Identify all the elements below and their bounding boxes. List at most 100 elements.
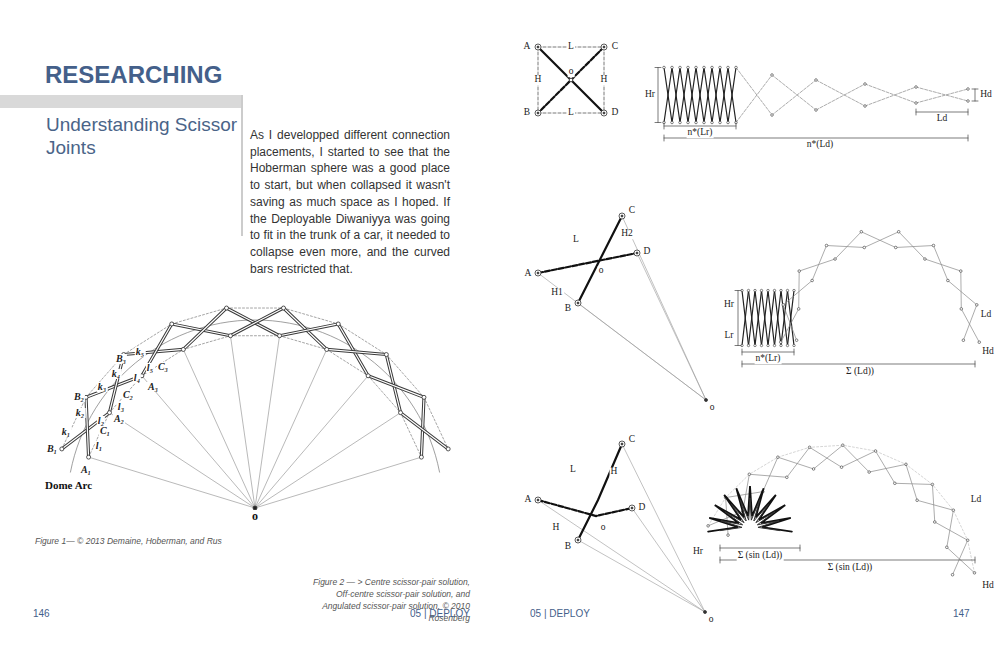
outer-chord [284,308,339,324]
scissor-bar [749,291,756,346]
dimension-tick [916,109,917,115]
scissor-bar [835,232,861,259]
scissor-bar [933,246,947,281]
joint-node [325,347,329,351]
angulated-bar [578,444,622,540]
scissor-bar [960,271,962,309]
scissor-bar [953,540,968,574]
joint-node [868,471,871,474]
joint-node [60,447,64,451]
scissor-bar [768,291,775,346]
scissor-bar [680,68,688,123]
dimension-label: Lr [724,331,735,341]
dimension-line [658,68,659,123]
joint-node [782,304,785,307]
scissor-bar [763,457,778,491]
bar-label: k₃ [97,382,108,392]
joint-node [780,344,782,346]
joint-node [419,455,423,459]
centre-label: o [709,403,716,413]
joint-node [735,66,738,69]
construction-line [538,273,706,400]
scissor-bar [712,68,720,123]
dimension-tick [735,290,741,291]
joint-node [959,270,962,273]
angulated-dome [707,444,976,576]
joint-node [535,497,541,503]
scissor-bar [783,280,812,304]
dimension-tick [735,345,741,346]
scissor-bar [932,484,934,522]
scissor-bar [781,291,788,346]
dimension-label: Hr [692,547,704,557]
scissor-bar [688,68,696,123]
scissor-bar [142,324,172,376]
radial-line [255,336,280,508]
inner-chord [280,336,327,350]
joint-node [932,244,935,247]
joint-node [282,306,286,310]
angulated-bar [538,500,632,516]
scissor-bar [798,271,800,309]
dimension-label: n*(Lr) [755,354,782,364]
joint-node [366,374,370,378]
centre-pair-figure [535,44,607,116]
dimension-label: Hd [981,581,995,591]
page-ornaments [0,95,243,236]
scissor-bar [368,376,424,398]
section-heading: Understanding Scissor Joints [46,113,238,159]
joint-node [535,270,541,276]
dimension-tick [968,109,969,115]
inner-chord [183,336,230,350]
dimension-label: Hr [644,90,656,100]
joint-node [695,66,698,69]
height-label: H [552,523,561,533]
joint-node [619,441,625,447]
length-label: L [567,108,575,118]
scissor-bar [816,80,865,106]
scissor-bar [749,474,787,477]
scissor-bar [696,68,704,123]
scissor-bar [799,259,835,271]
joint-node [537,499,539,501]
scissor-bar [704,68,712,123]
bar-label: l₂ [97,416,105,426]
pivot-label: o [598,266,605,276]
joint-node [777,456,780,459]
dimension-label: Hd [979,90,993,100]
radial-line [142,376,255,508]
joint-node [727,121,730,124]
scissor-bar [814,445,843,469]
inner-chord [401,413,422,457]
joint-node [915,102,918,105]
scissor-bar [916,87,968,101]
dimension-tick [968,135,969,141]
outer-chord [62,397,86,449]
dimension-tick [720,557,721,563]
dimension-label: Ld [970,495,983,505]
joint-node [915,86,918,89]
body-text: As I developped different connection pla… [250,127,450,277]
joint-node [767,344,769,346]
scissor-bar [772,80,816,115]
joint-label: A₃ [147,382,159,392]
joint-node [978,341,981,344]
inner-chord [230,335,279,336]
scissor-bar-core [183,308,226,349]
scissor-bar [680,68,688,123]
length-label: L [572,235,580,245]
joint-node [797,308,800,311]
scissor-bar-core [226,308,279,336]
scissor-bar [917,500,953,510]
joint-node [181,347,185,351]
joint-node [663,66,666,69]
running-footer: 05 | DEPLOY [530,608,590,620]
joint-node [446,447,450,451]
outer-chord [424,397,448,449]
radial-line [89,457,255,508]
dimension-label: Hr [723,300,735,310]
dimension-line [738,291,739,346]
dome-arc-curve [70,320,439,472]
page-title: RESEARCHING [45,61,222,89]
scissor-bar [906,464,917,500]
